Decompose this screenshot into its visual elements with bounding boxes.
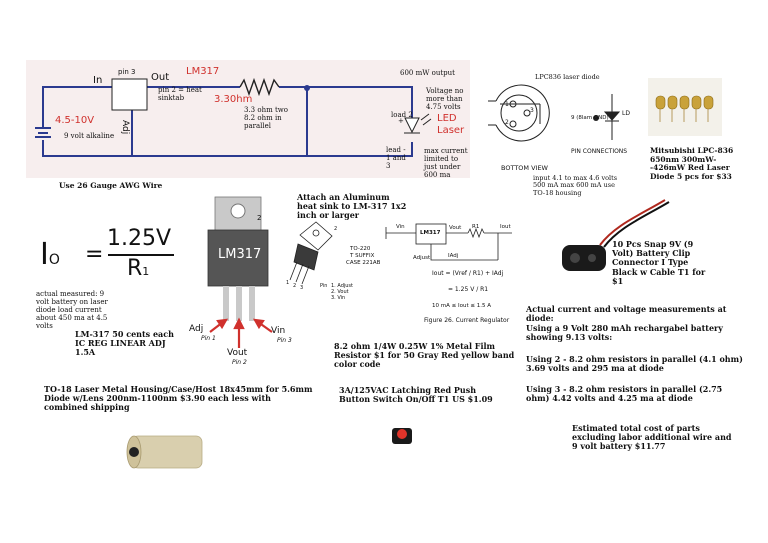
- led-symbol: [404, 113, 432, 134]
- adj-pin-label: Adj: [189, 324, 204, 334]
- laser-diodes-photo: [648, 78, 722, 136]
- pin3-label: pin 3: [118, 68, 136, 76]
- lm317-price: LM-317 50 cents each IC REG LINEAR ADJ 1…: [75, 329, 174, 358]
- to220-pin3: 3. Vin: [331, 295, 346, 301]
- battery-symbol: [35, 127, 51, 138]
- measurement-1: Using a 9 Volt 280 mAh rechargabel batte…: [526, 323, 723, 343]
- measurement-3: Using 3 - 8.2 ohm resistors in parallel …: [526, 384, 723, 404]
- pin-label: 9 (8lam GND): [571, 115, 609, 121]
- chip-label: LM317: [218, 247, 262, 262]
- regulator-name: LM317: [186, 66, 220, 77]
- battery-clip-photo: [562, 199, 670, 271]
- cr-iout: Iout: [500, 224, 511, 230]
- vin-pin-label: Vin: [271, 326, 286, 336]
- resistor-price: 8.2 ohm 1/4W 0.25W 1% Metal Film Resisto…: [334, 341, 515, 370]
- resistor-note: 3.3 ohm two 8.2 ohm in parallel: [244, 106, 288, 131]
- housing-photo: [126, 435, 203, 469]
- cr-range: 10 mA ≤ Iout ≤ 1.5 A: [432, 303, 491, 309]
- to220-lead3: 3: [300, 285, 304, 291]
- cr-iadj: IAdj: [448, 253, 459, 259]
- to220-lead2: 2: [293, 283, 297, 289]
- heatsink-note: Attach an Aluminum heat sink to LM-317 1…: [297, 192, 407, 221]
- voltage-out: 3.30hm: [214, 94, 253, 105]
- adj-label: Adj: [120, 120, 130, 135]
- battery-label: 9 volt alkaline: [64, 132, 115, 140]
- resistor-symbol: [239, 77, 280, 97]
- formula-num: 1.25V: [107, 226, 172, 251]
- regulator-box: [111, 78, 148, 111]
- cr-vout: Vout: [449, 225, 462, 231]
- pin-dot: [593, 115, 599, 121]
- diode-spec: input 4.1 to max 4.6 volts 500 mA max 60…: [533, 174, 618, 197]
- diode-bottom-view: [488, 84, 550, 142]
- plus-sign: +: [398, 117, 404, 125]
- formula-den: R1: [127, 256, 150, 281]
- formula-lhs: IO: [40, 237, 60, 272]
- circuit-wires: [42, 86, 413, 157]
- cr-eq1: Iout = (Vref / R1) + IAdj: [432, 270, 504, 277]
- mitsubishi-note: Mitsubishi LPC-836 650nm 300mW--426mW Re…: [650, 146, 734, 181]
- cr-vin: Vin: [396, 224, 405, 230]
- diode-pin3: 3: [530, 107, 534, 114]
- diode-pin2: 2: [505, 119, 509, 126]
- current-regulator-schematic: [385, 223, 512, 261]
- to220-drawing: [289, 221, 333, 285]
- bottom-view-label: BOTTOM VIEW: [501, 164, 548, 172]
- pin-connection-symbol: [603, 94, 621, 140]
- voltage-limit: Voltage no more than 4.75 volts: [426, 87, 464, 112]
- in-label: In: [93, 75, 103, 86]
- formula-bar: [108, 254, 174, 256]
- pin3-chip-label: Pin 3: [277, 337, 292, 344]
- out-label: Out: [151, 72, 170, 83]
- chip-tab-num: 2: [257, 214, 262, 222]
- to220-pin2: 2. Vout: [331, 289, 349, 295]
- to220-pin1: 1. Adjust: [331, 283, 353, 289]
- to220-line1: TO-220: [350, 246, 371, 252]
- pin2-label: Pin 2: [232, 359, 247, 366]
- pin-connections-label: PIN CONNECTIONS: [571, 148, 628, 155]
- pin1-label: Pin 1: [201, 335, 216, 342]
- measurements-title: Actual current and voltage measurements …: [526, 304, 727, 324]
- battery-clip-note: 10 Pcs Snap 9V (9 Volt) Battery Clip Con…: [612, 239, 706, 286]
- circuit-background: [26, 60, 470, 178]
- led-label: LED Laser: [437, 113, 465, 136]
- current-limit: max current limited to just under 600 ma: [424, 147, 468, 180]
- measurement-2: Using 2 - 8.2 ohm resistors in parallel …: [526, 354, 743, 374]
- wire-note: Use 26 Gauge AWG Wire: [59, 181, 163, 190]
- cr-chip: LM317: [420, 230, 441, 236]
- power-output: 600 mW output: [400, 69, 455, 77]
- total-cost: Estimated total cost of parts excluding …: [572, 423, 732, 452]
- cr-eq2: = 1.25 V / R1: [448, 286, 489, 293]
- housing-note: TO-18 Laser Metal Housing/Case/Host 18x4…: [44, 384, 313, 413]
- ld-label: LD: [622, 110, 630, 117]
- cr-r1: R1: [472, 224, 480, 230]
- to220-tab-num: 2: [334, 226, 338, 232]
- formula-eq: =: [85, 242, 104, 267]
- measured-note: actual measured: 9 volt battery on laser…: [36, 290, 108, 331]
- switch-note: 3A/125VAC Latching Red Push Button Switc…: [339, 385, 493, 405]
- switch-photo: [392, 428, 412, 444]
- cr-adjust: Adjust: [413, 255, 431, 261]
- load2-label: load 2: [391, 111, 413, 119]
- diode-pin1: 1: [505, 101, 509, 108]
- diode-title: LPC836 laser diode: [535, 73, 600, 81]
- vout-pin-label: Vout: [227, 348, 248, 358]
- cr-caption: Figure 26. Current Regulator: [424, 317, 510, 324]
- to220-lead1: 1: [286, 280, 290, 286]
- junction-dot: [304, 85, 310, 91]
- to220-line3: CASE 221AB: [346, 260, 381, 266]
- to220-pin-prefix: Pin: [320, 283, 328, 289]
- pin2-note: pin 2 = heat sinktab: [158, 86, 202, 103]
- to220-line2: T SUFFIX: [350, 253, 375, 259]
- lm317-chip-illustration: [207, 196, 269, 321]
- pin-arrows: [209, 317, 273, 348]
- input-voltage: 4.5-10V: [55, 115, 95, 126]
- load1-label: lead - 1 and 3: [386, 146, 406, 171]
